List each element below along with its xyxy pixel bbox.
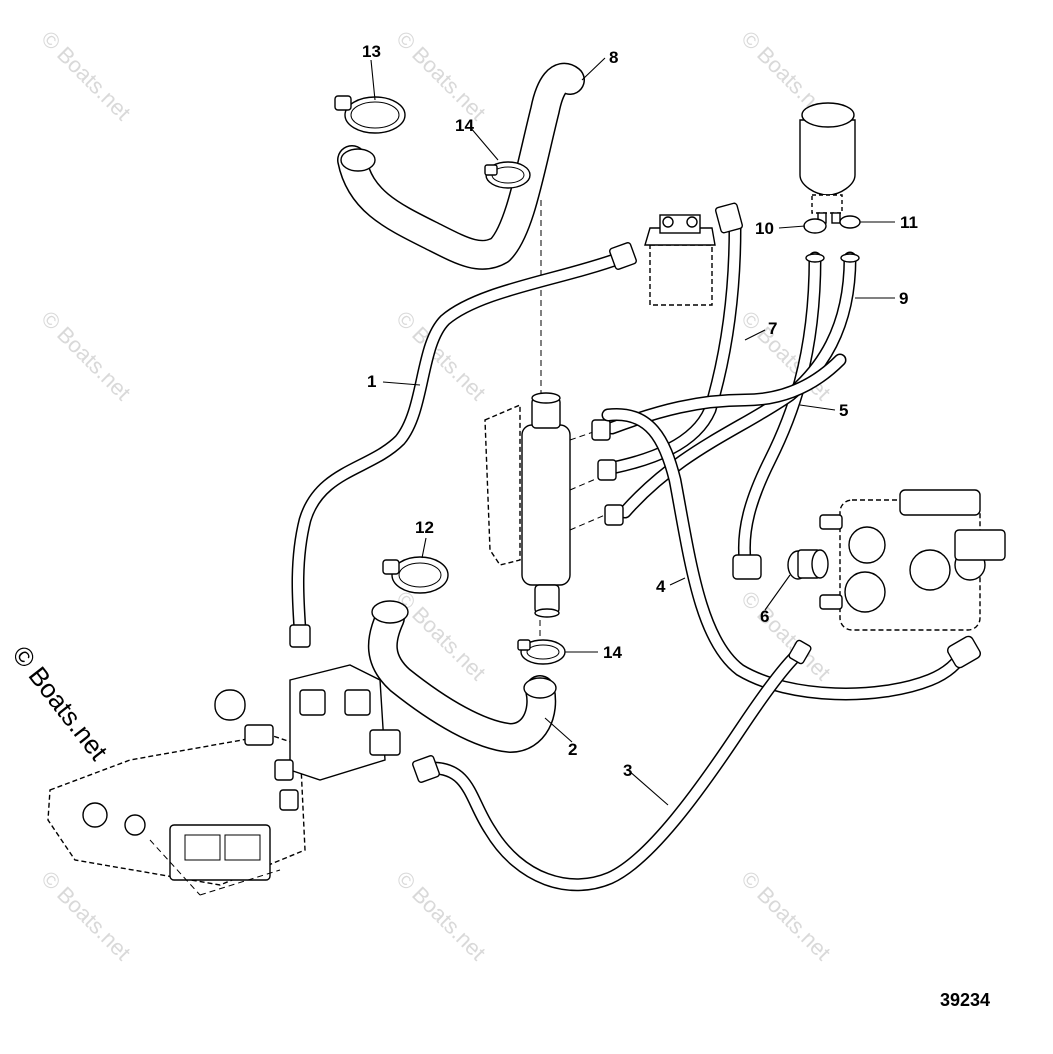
callout-1: 1 bbox=[367, 372, 376, 391]
clamp-10 bbox=[803, 218, 827, 234]
elbow-fitting bbox=[732, 554, 762, 580]
hose-4 bbox=[601, 407, 981, 701]
callout-leaders bbox=[370, 57, 895, 806]
callout-10: 10 bbox=[755, 219, 774, 238]
hose-7 bbox=[605, 202, 744, 475]
steering-pump bbox=[819, 489, 1006, 631]
watermark-text: © Boats.net bbox=[736, 866, 835, 965]
reservoir bbox=[799, 102, 856, 224]
watermark-text: © Boats.net bbox=[36, 866, 135, 965]
fitting-6 bbox=[787, 549, 829, 580]
callout-13: 13 bbox=[362, 42, 381, 61]
callout-labels: 13 8 14 10 11 9 7 5 1 12 4 6 14 2 3 bbox=[362, 42, 918, 780]
figure-number: 39234 bbox=[940, 990, 991, 1010]
actuator-assembly bbox=[47, 664, 401, 896]
watermark-text: © Boats.net bbox=[391, 866, 490, 965]
watermark-text: © Boats.net bbox=[36, 26, 135, 125]
clamp-12 bbox=[382, 556, 449, 594]
clamp-13 bbox=[334, 95, 406, 134]
callout-3: 3 bbox=[623, 761, 632, 780]
callout-14-upper: 14 bbox=[455, 116, 474, 135]
hose-8 bbox=[337, 62, 585, 270]
clamp-14-lower bbox=[517, 639, 566, 665]
hose-3 bbox=[412, 639, 812, 892]
callout-9: 9 bbox=[899, 289, 908, 308]
cooler-fittings bbox=[591, 419, 624, 526]
watermark-text: © Boats.net bbox=[391, 26, 490, 125]
hose-8-end bbox=[340, 148, 376, 172]
clamp-14-upper bbox=[484, 161, 531, 189]
clamp-11 bbox=[839, 215, 861, 229]
callout-7: 7 bbox=[768, 319, 777, 338]
callout-4: 4 bbox=[656, 577, 666, 596]
hose-5 bbox=[605, 353, 847, 435]
callout-6: 6 bbox=[760, 607, 769, 626]
callout-11: 11 bbox=[900, 213, 918, 232]
hose-2 bbox=[367, 600, 557, 753]
watermark-text: © Boats.net bbox=[36, 306, 135, 405]
oil-cooler bbox=[484, 392, 606, 618]
callout-14-lower: 14 bbox=[603, 643, 622, 662]
fluid-filter bbox=[644, 214, 716, 306]
hose-1 bbox=[289, 242, 637, 648]
callout-12: 12 bbox=[415, 518, 434, 537]
callout-2: 2 bbox=[568, 740, 577, 759]
callout-5: 5 bbox=[839, 401, 848, 420]
callout-8: 8 bbox=[609, 48, 618, 67]
